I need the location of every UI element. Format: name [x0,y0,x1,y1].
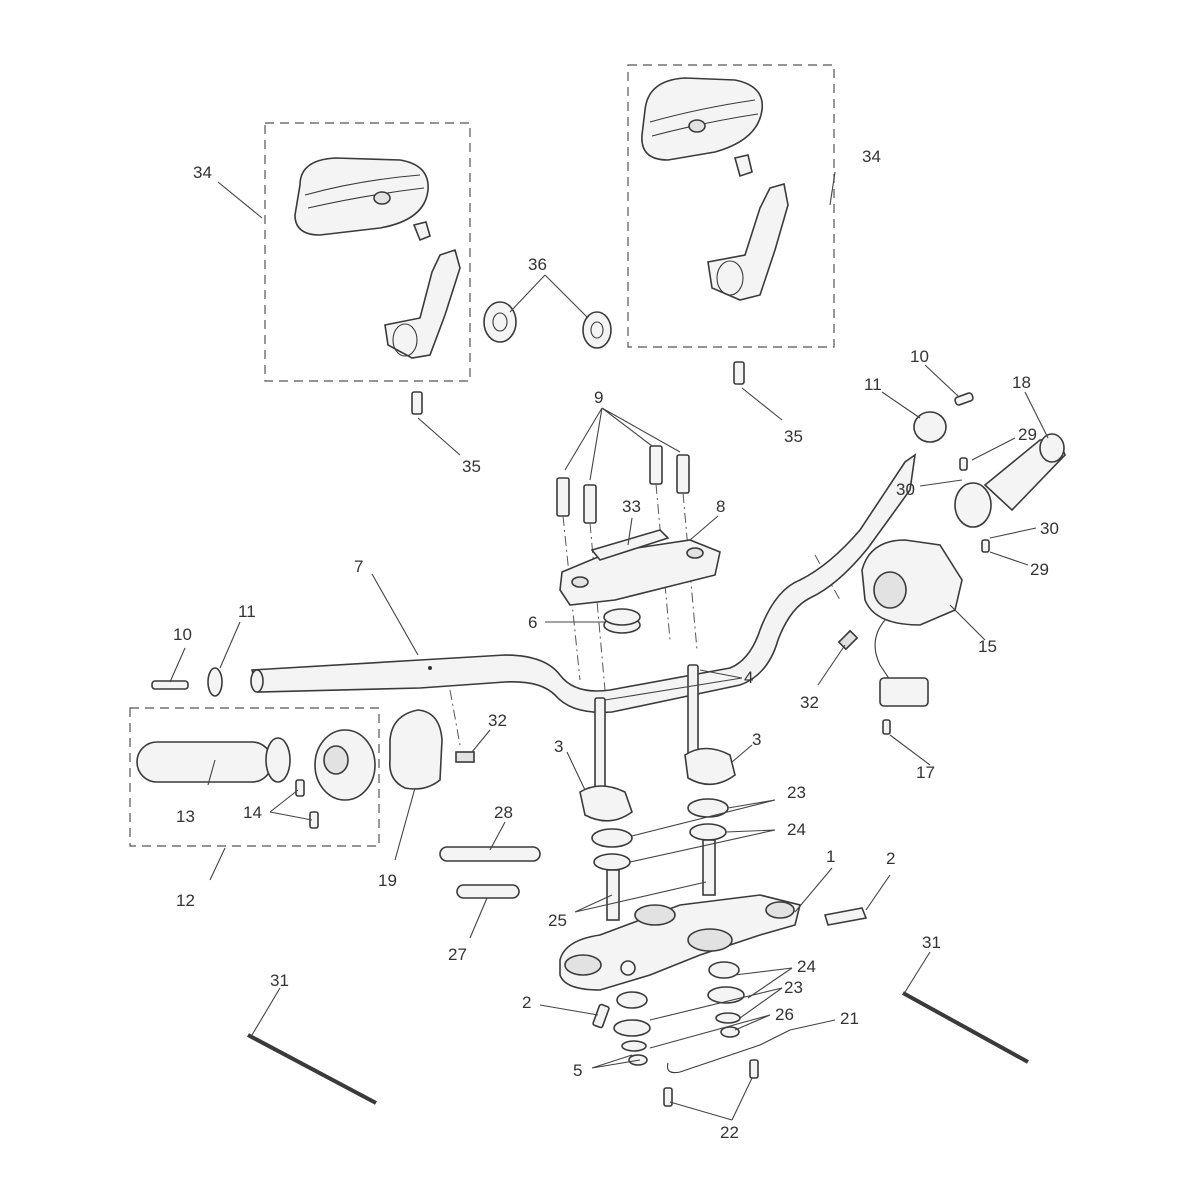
top-yoke[interactable] [559,894,801,991]
callout-11-left: 11 [238,602,256,621]
bar-end-screw-right[interactable] [954,392,974,406]
pinch-bolt-right[interactable] [823,907,868,926]
callout-27: 27 [448,945,467,964]
top-clamp[interactable] [559,539,721,606]
callout-26: 26 [775,1005,794,1024]
callout-33: 33 [622,497,641,516]
left-grip[interactable] [136,729,376,801]
callout-labels: 34 34 36 35 35 9 33 8 7 6 4 10 11 32 3 3… [173,147,1059,1142]
wire-clip-right[interactable] [837,629,859,651]
wire-screws[interactable] [663,1059,759,1107]
switch-screw[interactable] [882,719,891,735]
bar-end-washer-left[interactable] [207,667,223,697]
callout-35-left: 35 [462,457,481,476]
callout-32-right: 32 [800,693,819,712]
callout-8: 8 [716,497,725,516]
callout-14: 14 [243,803,262,822]
riser-rubbers-upper[interactable] [591,798,729,921]
callout-21: 21 [840,1009,859,1028]
right-mirror-kit-box [627,64,835,348]
callout-25: 25 [548,911,567,930]
damper-washer[interactable] [603,608,641,634]
riser-bolts[interactable] [594,664,699,789]
callout-7: 7 [354,557,363,576]
callout-15: 15 [978,637,997,656]
grip-screws[interactable] [295,779,319,829]
callout-2-left: 2 [522,993,531,1012]
callout-11-right: 11 [864,375,882,394]
callout-24-upper: 24 [787,820,806,839]
mirror-bolts[interactable] [411,361,745,415]
callout-24-lower: 24 [797,957,816,976]
leader-lines [169,171,1049,1121]
callout-31-left: 31 [270,971,289,990]
callout-17: 17 [916,763,935,782]
callout-35-right: 35 [784,427,803,446]
left-switch-housing[interactable] [388,709,443,790]
callout-4: 4 [744,668,753,687]
pinch-bolt-left[interactable] [592,1003,610,1029]
callout-10-left: 10 [173,625,192,644]
callout-23-upper: 23 [787,783,806,802]
bar-end-adapters[interactable] [483,301,612,349]
callout-23-lower: 23 [784,978,803,997]
handlebar[interactable] [250,453,917,714]
callout-12: 12 [176,891,195,910]
callout-29-upper: 29 [1018,425,1037,444]
left-mirror-kit-box [264,122,471,382]
bar-end-washer-right[interactable] [913,411,947,443]
handlebar-risers[interactable] [579,747,736,822]
grip-small-screws[interactable] [959,457,990,553]
bonding-wire[interactable] [666,1029,791,1074]
wire-clip-left[interactable] [455,751,475,763]
callout-34-left: 34 [193,163,212,182]
callout-30-lower: 30 [1040,519,1059,538]
callout-2-right: 2 [886,849,895,868]
left-mirror-assembly[interactable] [294,157,461,359]
callout-1: 1 [826,847,835,866]
cable-ties[interactable] [247,991,1029,1105]
callout-32-left: 32 [488,711,507,730]
clamp-cover[interactable] [590,529,670,561]
callout-28: 28 [494,803,513,822]
callout-3-right: 3 [752,730,761,749]
callout-6: 6 [528,613,537,632]
bar-end-screw-left[interactable] [151,680,189,690]
callout-36: 36 [528,255,547,274]
callout-18: 18 [1012,373,1031,392]
callout-29-lower: 29 [1030,560,1049,579]
callout-22: 22 [720,1123,739,1142]
callout-31-right: 31 [922,933,941,952]
callout-5: 5 [573,1061,582,1080]
callout-19: 19 [378,871,397,890]
callout-10-right: 10 [910,347,929,366]
callout-34-right: 34 [862,147,881,166]
callout-13: 13 [176,807,195,826]
pins[interactable] [439,846,541,899]
right-mirror-assembly[interactable] [641,77,789,301]
throttle-grip[interactable] [954,433,1066,528]
callout-3-left: 3 [554,737,563,756]
callout-9: 9 [594,388,603,407]
left-grip-kit-box [129,707,380,847]
callout-30-upper: 30 [896,480,915,499]
right-switch-housing[interactable] [861,539,963,707]
